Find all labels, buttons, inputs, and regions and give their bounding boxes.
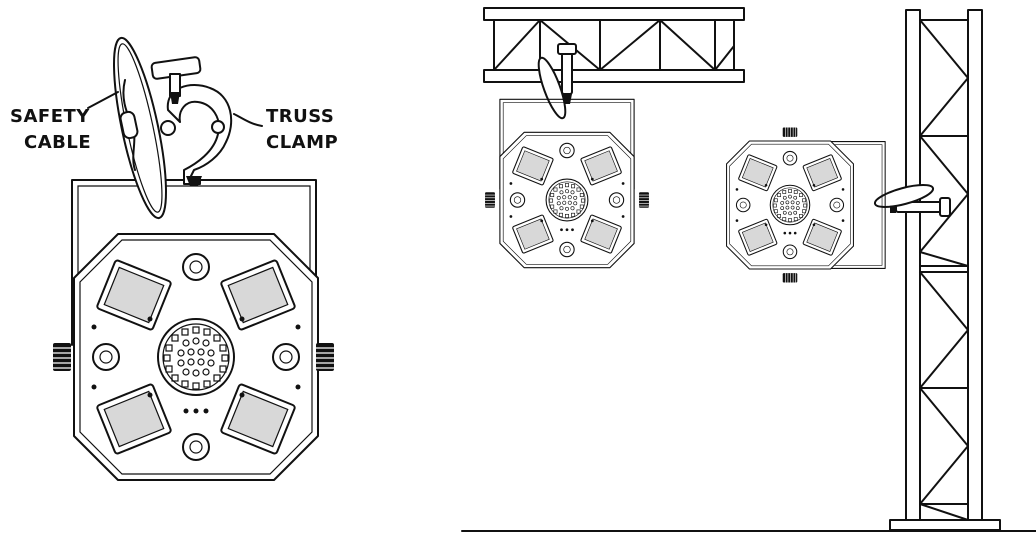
safety-cable-label-line1: SAFETY (10, 106, 90, 127)
right-knob (315, 342, 335, 372)
side-clamp (873, 184, 951, 217)
truss-mounting-view (461, 7, 1036, 532)
overhead-clamp (537, 43, 577, 120)
truss-clamp-leader (233, 113, 263, 127)
side-mounted-fixture (726, 127, 886, 283)
hanging-fixture (485, 99, 649, 267)
left-knob (52, 342, 72, 372)
safety-cable-leader (87, 91, 119, 109)
safety-cable (113, 36, 167, 220)
safety-cable-label-line2: CABLE (24, 132, 91, 153)
truss-clamp (150, 56, 233, 186)
horizontal-truss (483, 7, 745, 83)
truss-clamp-label-line1: TRUSS (266, 106, 334, 127)
vertical-truss (889, 9, 1001, 531)
main-fixture-view: SAFETY CABLE TRUSS CLAMP (10, 36, 338, 481)
truss-clamp-label-line2: CLAMP (266, 132, 338, 153)
